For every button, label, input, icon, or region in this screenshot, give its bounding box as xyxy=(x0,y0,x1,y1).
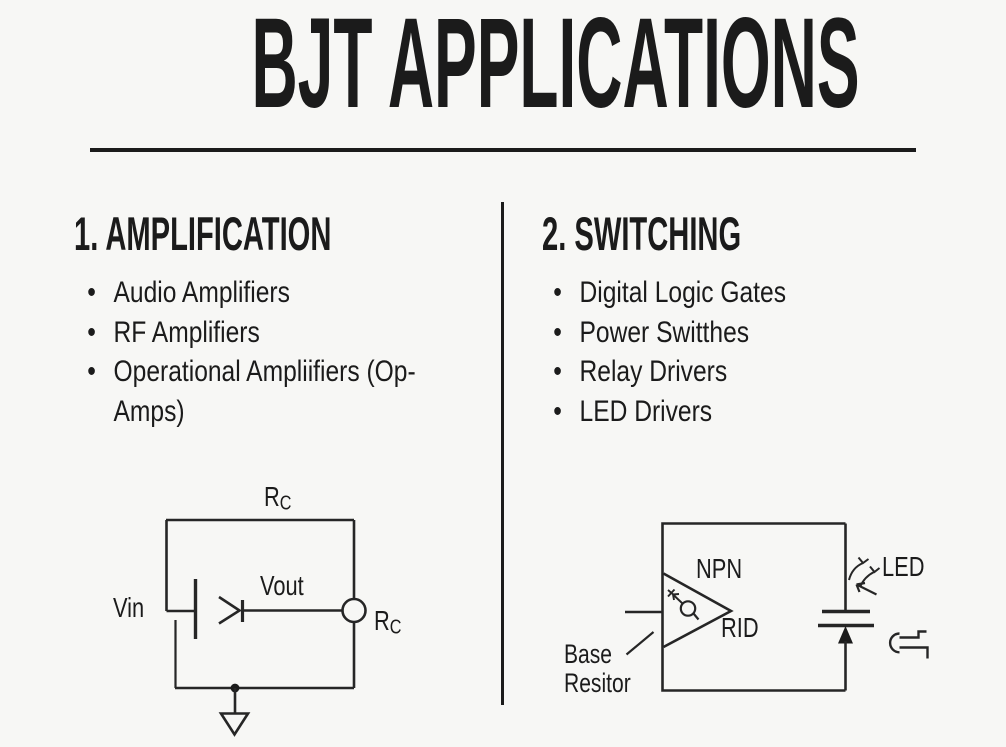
section-heading-switching: 2. SWITCHING xyxy=(542,207,742,260)
bullet-icon: • xyxy=(553,276,562,309)
label-rc-right-sub: C xyxy=(389,615,402,639)
label-vin: Vin xyxy=(113,592,145,623)
label-rc-right-main: R xyxy=(374,605,390,636)
bullet-icon: • xyxy=(553,355,562,388)
list-item: • Audio Amplifiers xyxy=(84,273,437,313)
label-rc-top-sub: C xyxy=(279,491,292,515)
list-item-label: RF Amplifiers xyxy=(113,315,260,349)
label-rc-right: RC xyxy=(374,607,401,642)
title-underline xyxy=(90,148,916,152)
label-npn: NPN xyxy=(696,553,743,584)
list-item: • Relay Drivers xyxy=(550,352,894,392)
list-item-label: Power Switthes xyxy=(579,315,750,349)
leader-line xyxy=(625,631,655,656)
bullet-icon: • xyxy=(87,315,96,349)
label-rid: RID xyxy=(721,612,759,643)
output-node xyxy=(341,597,367,624)
bullet-icon: • xyxy=(553,394,562,428)
bullet-icon: • xyxy=(87,355,96,388)
label-base-resistor-line2: Resitor xyxy=(564,668,631,698)
list-item: • Digital Logic Gates xyxy=(550,273,894,313)
list-item-label: LED Drivers xyxy=(579,394,713,428)
label-base-resistor-line1: Base xyxy=(564,639,613,669)
inner-star-icon xyxy=(667,588,676,598)
inner-circle-tail xyxy=(692,612,700,621)
led-pointer-arrow-icon xyxy=(855,581,877,596)
list-item: • LED Drivers xyxy=(550,392,894,432)
label-rc-top: RC xyxy=(264,483,291,518)
switching-circuit xyxy=(625,522,929,692)
bullet-icon: • xyxy=(87,276,96,309)
label-base-resistor: Base Resitor xyxy=(564,640,631,698)
list-item: • Operational Ampliifiers (Op-Amps) xyxy=(84,352,437,431)
transistor-triangle xyxy=(662,572,734,649)
label-vout: Vout xyxy=(260,570,304,601)
led-package-icon xyxy=(888,630,929,659)
label-led: LED xyxy=(882,551,925,582)
list-item-label: Digital Logic Gates xyxy=(579,276,786,309)
light-rays-icon xyxy=(848,556,881,588)
list-item-label: Relay Drivers xyxy=(579,355,728,388)
list-item: • Power Switthes xyxy=(550,313,894,353)
switching-list: • Digital Logic Gates • Power Switthes •… xyxy=(550,273,894,431)
list-item-label: Audio Amplifiers xyxy=(113,276,290,309)
list-item-label: Operational Ampliifiers (Op-Amps) xyxy=(113,355,416,428)
section-heading-amplification: 1. AMPLIFICATION xyxy=(74,207,332,260)
list-item: • RF Amplifiers xyxy=(84,313,437,353)
circuit-box xyxy=(661,522,846,692)
label-rc-top-main: R xyxy=(264,481,280,512)
inner-circle xyxy=(679,600,697,617)
transistor-chevron xyxy=(218,595,242,625)
amplifier-circuit xyxy=(165,518,367,737)
bullet-icon: • xyxy=(553,315,562,349)
current-arrow-icon xyxy=(838,626,853,644)
column-divider xyxy=(501,202,504,705)
ground-icon xyxy=(218,712,251,737)
amplification-list: • Audio Amplifiers • RF Amplifiers • Ope… xyxy=(84,273,437,431)
